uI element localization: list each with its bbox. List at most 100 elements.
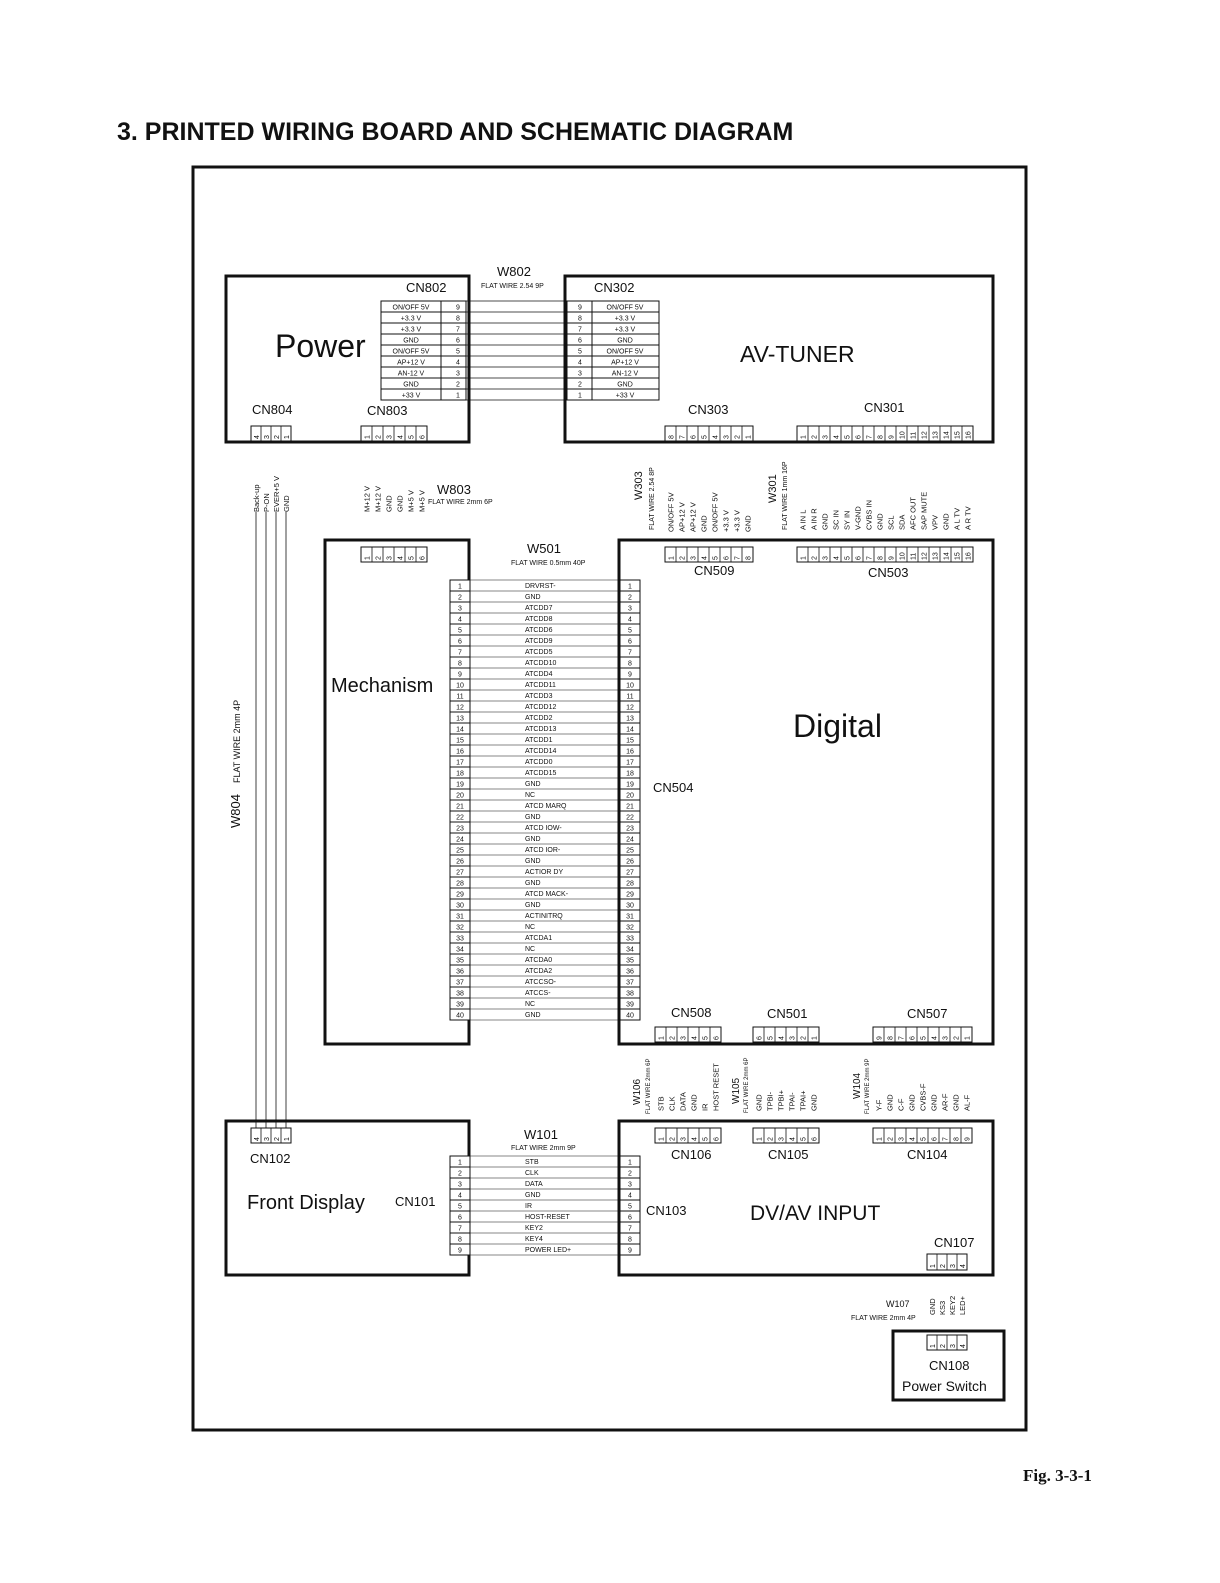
w501-left-pin-30: 30	[456, 903, 464, 910]
w501-right-pin-17: 17	[626, 760, 634, 767]
w501-left-pin-28: 28	[456, 881, 464, 888]
cn802-signal: AP+12 V	[397, 360, 425, 367]
cn105-pin-1: 1	[757, 1137, 764, 1141]
connector-cn302: CN302	[594, 280, 634, 295]
w501-left-pin-16: 16	[456, 749, 464, 756]
cn302-pin-7: 7	[578, 327, 582, 334]
cn802-signal: GND	[403, 338, 419, 345]
w501-right-pin-1: 1	[628, 584, 632, 591]
cn301-pin-12: 12	[922, 431, 929, 439]
w303-signal: AP+12 V	[678, 502, 687, 532]
cn803-mech-pin-5: 5	[409, 556, 416, 560]
cn302-signal: ON/OFF 5V	[607, 349, 644, 356]
cn507-pin-4: 4	[932, 1036, 939, 1040]
w104-signal: GND	[886, 1094, 895, 1111]
cn108-pin-3: 3	[950, 1344, 957, 1348]
w501-left-pin-14: 14	[456, 727, 464, 734]
w501-signal: ATCDD15	[525, 770, 556, 777]
w501-right-pin-9: 9	[628, 672, 632, 679]
cn303-pin-3: 3	[724, 435, 731, 439]
cn503-pin-1: 1	[801, 556, 808, 560]
cn103-pin-2: 2	[628, 1171, 632, 1178]
cn301-pin-16: 16	[966, 431, 973, 439]
wire-w803-name: W803	[437, 482, 471, 497]
w104-signal: Y-F	[875, 1099, 884, 1111]
cn108-pin-4: 4	[960, 1344, 967, 1348]
wire-w107-name: W107	[886, 1299, 910, 1309]
w501-left-pin-17: 17	[456, 760, 464, 767]
w301-signal: SAP MUTE	[920, 492, 929, 530]
w501-signal: ATCDD14	[525, 748, 556, 755]
w501-left-pin-25: 25	[456, 848, 464, 855]
cn103-pin-4: 4	[628, 1193, 632, 1200]
w501-left-pin-cell	[449, 1008, 471, 1021]
w301-signal: GND	[821, 513, 830, 530]
w101-signal: KEY4	[525, 1236, 543, 1243]
cn503-pin-12: 12	[922, 552, 929, 560]
w501-left-pin-6: 6	[458, 639, 462, 646]
cn503-pin-7: 7	[867, 556, 874, 560]
connector-cn108: CN108	[929, 1358, 969, 1373]
cn107-pin-4: 4	[960, 1264, 967, 1268]
cn106-pin-5: 5	[703, 1137, 710, 1141]
w104-signal: GND	[930, 1094, 939, 1111]
cn103-pin-8: 8	[628, 1237, 632, 1244]
cn301-pin-9: 9	[889, 435, 896, 439]
cn303-pin-4: 4	[713, 435, 720, 439]
wire-w101-spec: FLAT WIRE 2mm 9P	[511, 1145, 576, 1152]
connector-cn804: CN804	[252, 402, 292, 417]
wire-w501-spec: FLAT WIRE 0.5mm 40P	[511, 560, 586, 567]
cn104-strip	[872, 1127, 973, 1144]
cn503-pin-16: 16	[966, 552, 973, 560]
w501-left-pin-11: 11	[456, 694, 463, 701]
cn108-pin-2: 2	[940, 1344, 947, 1348]
cn803-mech-pin-3: 3	[387, 556, 394, 560]
connector-cn301: CN301	[864, 400, 904, 415]
cn503-pin-5: 5	[845, 556, 852, 560]
w501-right-pin-7: 7	[628, 650, 632, 657]
cn802-signal: AN-12 V	[398, 371, 425, 378]
cn102-pin-2: 2	[274, 1137, 281, 1141]
cn101-pin-cell	[449, 1243, 471, 1256]
cn102-pin-3: 3	[264, 1137, 271, 1141]
w501-left-pin-9: 9	[458, 672, 462, 679]
cn802-pin-9: 9	[456, 305, 460, 312]
w501-signal: NC	[525, 924, 535, 931]
w301-signal: A R TV	[964, 506, 973, 530]
cn104-pin-5: 5	[921, 1137, 928, 1141]
cn303-pin-6: 6	[691, 435, 698, 439]
w501-right-pin-30: 30	[626, 903, 634, 910]
connector-cn106: CN106	[671, 1147, 711, 1162]
w501-signal: GND	[525, 858, 541, 865]
w501-left-pin-27: 27	[456, 870, 464, 877]
w501-left-pin-3: 3	[458, 606, 462, 613]
cn802-pin-cell	[440, 311, 467, 324]
connector-cn802: CN802	[406, 280, 446, 295]
cn507-pin-6: 6	[910, 1036, 917, 1040]
cn105-pin-3: 3	[779, 1137, 786, 1141]
w501-right-pin-37: 37	[626, 980, 634, 987]
cn103-pin-5: 5	[628, 1204, 632, 1211]
cn803-pin-3: 3	[387, 435, 394, 439]
w501-right-pin-31: 31	[626, 914, 634, 921]
cn302-signal: +33 V	[616, 393, 635, 400]
w501-right-pin-8: 8	[628, 661, 632, 668]
w501-left-pin-5: 5	[458, 628, 462, 635]
w105-signal: TPBI-	[766, 1091, 775, 1111]
connector-cn504: CN504	[653, 780, 693, 795]
cn503-pin-11: 11	[911, 553, 918, 560]
cn803-pin-5: 5	[409, 435, 416, 439]
cn508-pin-5: 5	[703, 1036, 710, 1040]
cn103-pin-6: 6	[628, 1215, 632, 1222]
cn802-pin-6: 6	[456, 338, 460, 345]
cn503-pin-14: 14	[944, 552, 951, 560]
w501-signal: ATCDD6	[525, 627, 553, 634]
w303-signal: +3.3 V	[722, 510, 731, 532]
board-label-power: Power	[275, 328, 366, 364]
cn803-mech-pin-2: 2	[376, 556, 383, 560]
cn802-pin-cell	[440, 377, 467, 390]
cn101-pin-6: 6	[458, 1215, 462, 1222]
cn501-pin-5: 5	[768, 1036, 775, 1040]
w501-signal: ATCD IOW-	[525, 825, 562, 832]
wire-w101-name: W101	[524, 1127, 558, 1142]
